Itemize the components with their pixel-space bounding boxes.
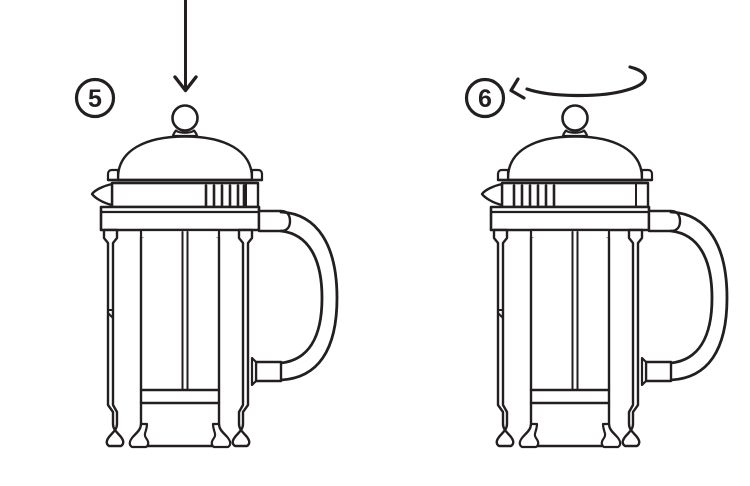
vent-slats (204, 184, 246, 207)
handle-upper-mount (647, 209, 682, 233)
down-arrow-icon (173, 0, 198, 93)
domed-lid (106, 135, 264, 182)
d-handle (279, 210, 339, 382)
pour-spout (480, 182, 504, 207)
step-panel-5: 5 (74, 0, 339, 449)
glass-carafe (519, 228, 621, 448)
upper-frame-collar (99, 205, 261, 232)
frame-post-left (492, 228, 515, 448)
step-panel-6: 6 (390, 0, 750, 486)
handle-lower-mount (250, 356, 283, 387)
curved-rotate-arrow-icon (509, 65, 647, 100)
vent-slats (512, 184, 556, 207)
frame-post-right (621, 228, 644, 448)
step-badge-6: 6 (464, 77, 506, 119)
step-6-illustration: 6 (464, 65, 729, 449)
handle-upper-mount (257, 209, 292, 233)
step-badge-5-label: 5 (88, 85, 102, 113)
glass-carafe (129, 228, 231, 448)
french-press-5 (90, 104, 339, 449)
step-badge-6-label: 6 (478, 85, 492, 113)
plunger-rod (181, 231, 189, 391)
base-feet (518, 422, 622, 449)
handle-lower-mount (640, 356, 673, 387)
d-handle (669, 210, 729, 382)
lid-knob (171, 104, 199, 138)
frame-post-right (231, 228, 254, 448)
lid-collar-band (500, 181, 650, 209)
french-press-6 (480, 104, 729, 449)
step-badge-5: 5 (74, 77, 116, 119)
lid-knob (561, 104, 589, 138)
upper-frame-collar (489, 205, 651, 232)
base-feet (128, 422, 232, 449)
frame-post-left (102, 228, 125, 448)
domed-lid (496, 135, 654, 182)
lid-collar-band (110, 181, 260, 209)
pour-spout (90, 182, 114, 207)
step-5-illustration: 5 (74, 0, 339, 449)
plunger-rod (571, 231, 579, 391)
